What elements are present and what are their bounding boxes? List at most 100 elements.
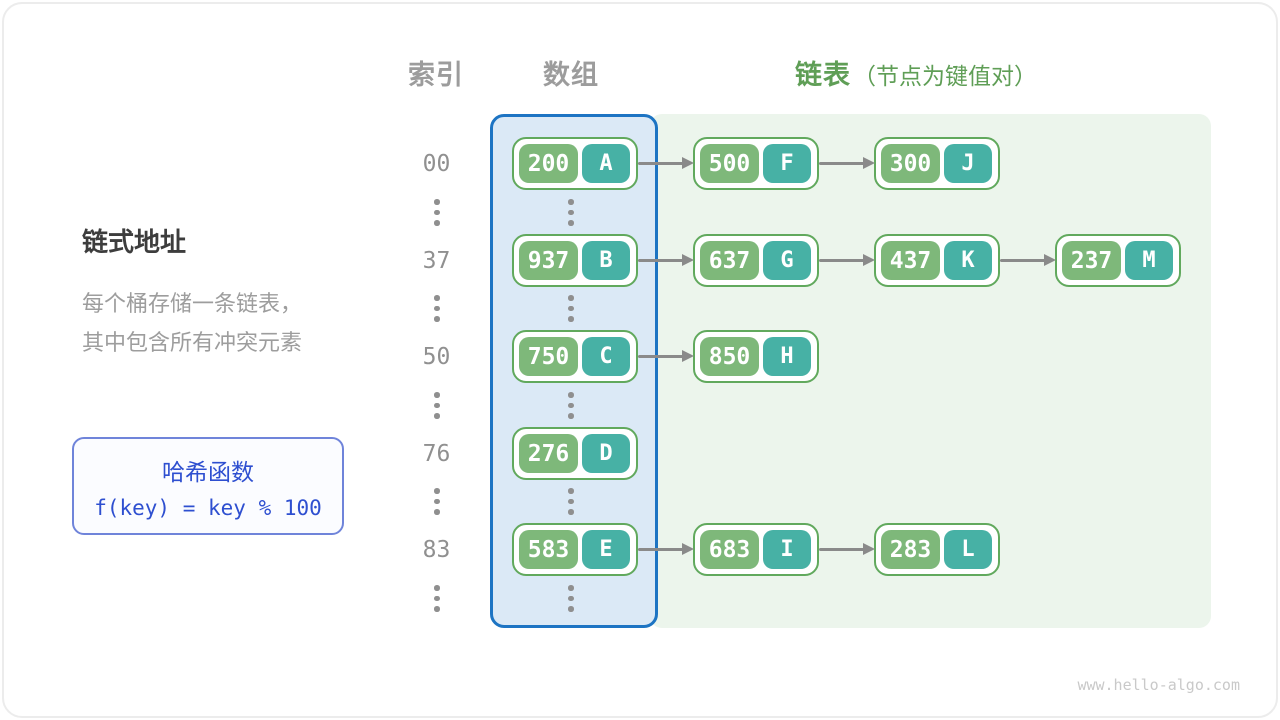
arrow-head: [1044, 254, 1056, 266]
arrow-shaft: [819, 547, 866, 552]
node-key: 500: [700, 144, 759, 183]
node-key: 283: [881, 530, 940, 569]
node-key: 300: [881, 144, 940, 183]
index-column-header: 索引: [408, 60, 464, 91]
arrow-shaft: [1000, 258, 1047, 263]
method-description: 每个桶存储一条链表， 其中包含所有冲突元素: [82, 285, 302, 363]
node-key: 937: [519, 241, 578, 280]
arrow-shaft: [638, 161, 685, 166]
arrow-shaft: [638, 258, 685, 263]
node-value: G: [763, 241, 811, 280]
hash-function-title: 哈希函数: [162, 459, 254, 486]
node-key: 750: [519, 337, 578, 376]
arrow-head: [682, 254, 694, 266]
arrow-right-icon: [638, 523, 694, 576]
arrow-shaft: [638, 354, 685, 359]
node-key: 637: [700, 241, 759, 280]
node-value: J: [944, 144, 992, 183]
hash-function-box: 哈希函数 f(key) = key % 100: [72, 437, 344, 535]
method-description-line1: 每个桶存储一条链表，: [82, 292, 303, 317]
ellipsis-dots: [434, 488, 440, 515]
bucket-index: 76: [422, 440, 451, 467]
node-value: M: [1125, 241, 1173, 280]
ellipsis-dots: [434, 585, 440, 612]
ellipsis-dots: [568, 392, 574, 419]
bucket-index: 83: [422, 536, 451, 563]
ellipsis-dots: [434, 199, 440, 226]
node-key: 850: [700, 337, 759, 376]
arrow-right-icon: [1000, 234, 1056, 287]
bucket-index: 37: [422, 247, 451, 274]
arrow-head: [682, 543, 694, 555]
node-value: I: [763, 530, 811, 569]
list-header-note: （节点为键值对）: [853, 64, 1037, 90]
ellipsis-dots: [568, 295, 574, 322]
arrow-head: [682, 350, 694, 362]
list-header-label: 链表: [795, 60, 851, 91]
node-key: 437: [881, 241, 940, 280]
node-value: F: [763, 144, 811, 183]
arrow-shaft: [819, 161, 866, 166]
arrow-right-icon: [819, 234, 875, 287]
node-value: A: [582, 144, 630, 183]
ellipsis-dots: [434, 392, 440, 419]
arrow-right-icon: [638, 137, 694, 190]
arrow-head: [863, 254, 875, 266]
node-value: H: [763, 337, 811, 376]
arrow-head: [863, 157, 875, 169]
node-key: 200: [519, 144, 578, 183]
node-value: E: [582, 530, 630, 569]
array-column-header: 数组: [543, 60, 599, 91]
node-key: 237: [1062, 241, 1121, 280]
arrow-head: [682, 157, 694, 169]
node-key: 683: [700, 530, 759, 569]
ellipsis-dots: [568, 488, 574, 515]
node-value: D: [582, 434, 630, 473]
node-value: L: [944, 530, 992, 569]
arrow-right-icon: [638, 330, 694, 383]
arrow-shaft: [638, 547, 685, 552]
hash-function-formula: f(key) = key % 100: [94, 495, 322, 520]
method-description-line2: 其中包含所有冲突元素: [82, 331, 303, 356]
node-value: C: [582, 337, 630, 376]
method-title: 链式地址: [82, 228, 187, 258]
arrow-right-icon: [638, 234, 694, 287]
list-column-header: 链表 （节点为键值对）: [795, 53, 1037, 92]
arrow-head: [863, 543, 875, 555]
bucket-index: 00: [422, 150, 451, 177]
arrow-right-icon: [819, 137, 875, 190]
bucket-index: 50: [422, 343, 451, 370]
node-key: 276: [519, 434, 578, 473]
ellipsis-dots: [568, 199, 574, 226]
node-value: K: [944, 241, 992, 280]
node-value: B: [582, 241, 630, 280]
ellipsis-dots: [568, 585, 574, 612]
ellipsis-dots: [434, 295, 440, 322]
node-key: 583: [519, 530, 578, 569]
arrow-shaft: [819, 258, 866, 263]
watermark: www.hello-algo.com: [1077, 676, 1240, 694]
